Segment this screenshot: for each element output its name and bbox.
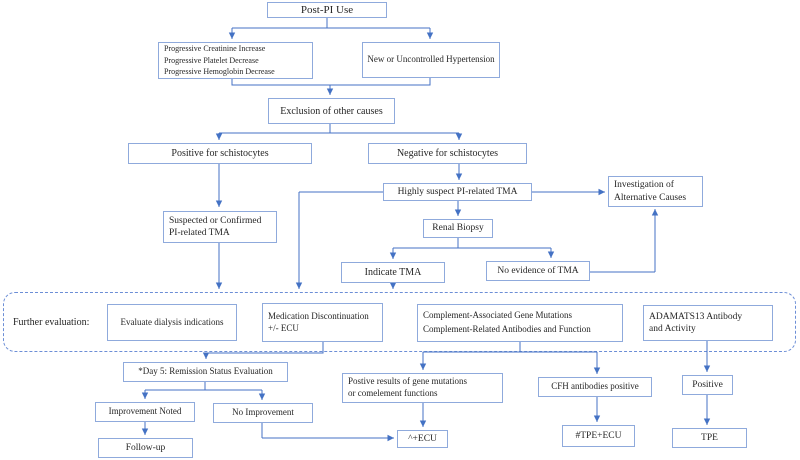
node-improvement-noted: Improvement Noted <box>95 402 195 422</box>
node-line: Complement-Related Antibodies and Functi… <box>423 324 591 334</box>
node-ecu: ^+ECU <box>397 430 448 448</box>
elbow-criteria-merge <box>231 78 431 86</box>
node-label: Negative for schistocytes <box>396 148 499 159</box>
node-new-hypertension: New or Uncontrolled Hypertension <box>362 42 500 78</box>
node-tpe-ecu: #TPE+ECU <box>562 425 635 447</box>
node-no-improvement: No Improvement <box>213 403 313 423</box>
node-label: CFH antibodies positive <box>551 381 639 392</box>
elbow-exclusion-split <box>219 124 459 134</box>
node-tpe: TPE <box>672 428 747 448</box>
node-day5-remission-evaluation: *Day 5: Remission Status Evaluation <box>123 362 288 382</box>
node-complement-workup: Complement-Associated Gene Mutations Com… <box>417 304 623 342</box>
node-label: Indicate TMA <box>364 267 422 278</box>
node-label: Exclusion of other causes <box>280 105 383 117</box>
elbow-day5-split <box>145 382 262 391</box>
node-positive-schistocytes: Positive for schistocytes <box>128 143 312 164</box>
node-line: ADAMATS13 Antibody <box>649 311 743 322</box>
node-line: Progressive Hemoglobin Decrease <box>164 67 275 77</box>
node-label: Improvement Noted <box>108 406 182 417</box>
node-renal-biopsy: Renal Biopsy <box>423 219 493 238</box>
node-adamats13-antibody: ADAMATS13 Antibody and Activity <box>643 305 773 341</box>
node-line: +/- ECU <box>268 322 299 333</box>
node-investigation-alternative-causes: Investigation of Alternative Causes <box>608 176 703 207</box>
node-negative-schistocytes: Negative for schistocytes <box>368 143 527 164</box>
elbow-renal-split <box>393 238 551 249</box>
node-label: New or Uncontrolled Hypertension <box>367 54 495 65</box>
node-positive: Positive <box>682 375 733 395</box>
node-post-pi-use: Post-PI Use <box>267 2 387 18</box>
node-indicate-tma: Indicate TMA <box>341 262 445 283</box>
node-highly-suspect-tma: Highly suspect PI-related TMA <box>383 183 532 201</box>
node-label: Renal Biopsy <box>432 223 484 234</box>
node-line: Medication Discontinuation <box>268 310 369 321</box>
node-line: Investigation of <box>614 180 674 191</box>
node-line: and Activity <box>649 324 696 334</box>
node-label: Positive <box>692 379 723 390</box>
node-label: Positive for schistocytes <box>171 148 269 159</box>
further-evaluation-label: Further evaluation: <box>13 314 113 330</box>
node-label: #TPE+ECU <box>575 430 622 441</box>
node-label: *Day 5: Remission Status Evaluation <box>138 366 273 377</box>
node-medication-discontinuation: Medication Discontinuation +/- ECU <box>262 303 383 342</box>
node-label: Highly suspect PI-related TMA <box>397 186 518 197</box>
further-evaluation-dashed-container <box>3 292 796 352</box>
node-suspected-confirmed-tma: Suspected or Confirmed PI-related TMA <box>163 211 277 243</box>
node-line: Complement-Associated Gene Mutations <box>423 310 572 321</box>
node-progressive-criteria: Progressive Creatinine Increase Progress… <box>158 42 313 79</box>
node-follow-up: Follow-up <box>98 438 193 458</box>
node-positive-gene-results: Postive results of gene mutations or com… <box>342 373 503 403</box>
node-line: Alternative Causes <box>614 192 687 203</box>
node-label: TPE <box>701 432 718 443</box>
node-line: Progressive Creatinine Increase <box>164 44 266 54</box>
node-line: Postive results of gene mutations <box>348 376 467 387</box>
node-exclusion-other-causes: Exclusion of other causes <box>268 98 395 124</box>
node-label: Evaluate dialysis indications <box>120 316 224 327</box>
node-no-evidence-tma: No evidence of TMA <box>486 261 590 281</box>
node-label: Post-PI Use <box>300 3 354 16</box>
node-line: Progressive Platelet Decrease <box>164 55 259 65</box>
node-line: Suspected or Confirmed <box>169 215 262 226</box>
node-line: PI-related TMA <box>169 228 230 238</box>
node-label: ^+ECU <box>408 433 437 444</box>
node-evaluate-dialysis: Evaluate dialysis indications <box>107 304 237 341</box>
label-text: Further evaluation: <box>13 316 90 328</box>
node-label: No Improvement <box>232 407 294 418</box>
node-label: No evidence of TMA <box>497 265 579 276</box>
node-cfh-antibodies-positive: CFH antibodies positive <box>538 377 652 397</box>
elbow-postpi-split <box>232 18 430 29</box>
node-label: Follow-up <box>125 442 166 453</box>
node-line: or comelement functions <box>348 388 438 398</box>
